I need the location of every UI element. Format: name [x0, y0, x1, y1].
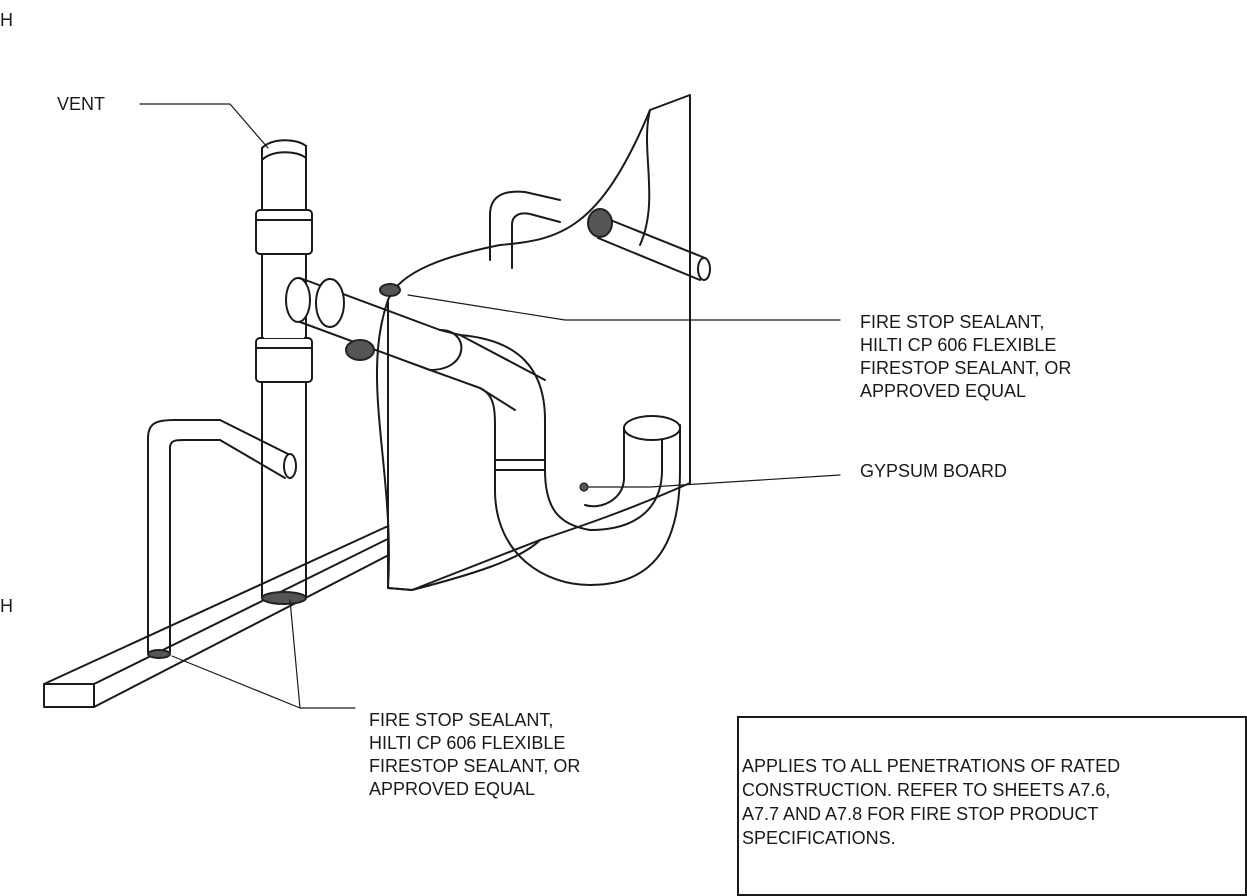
horizontal-waste-arm: [285, 277, 546, 411]
p-trap: [459, 334, 681, 586]
general-note-box: APPLIES TO ALL PENETRATIONS OF RATED CON…: [737, 716, 1247, 896]
upper-wall-penetrating-pipe: [489, 190, 711, 281]
fire-stop-lower-label: FIRE STOP SEALANT, HILTI CP 606 FLEXIBLE…: [369, 710, 581, 799]
gypsum-board-wall: [375, 94, 691, 591]
lower-left-pipe: [147, 419, 307, 659]
fire-stop-upper-label: FIRE STOP SEALANT, HILTI CP 606 FLEXIBLE…: [860, 312, 1072, 401]
vent-label: VENT: [57, 94, 106, 114]
leader-lines: [139, 103, 841, 709]
vent-stack: [255, 139, 313, 599]
edge-mark-bottom: H: [0, 596, 13, 616]
edge-mark-top: H: [0, 10, 13, 30]
general-note-text: APPLIES TO ALL PENETRATIONS OF RATED CON…: [742, 756, 1121, 848]
wood-sill-plate: [43, 526, 413, 708]
gypsum-board-label: GYPSUM BOARD: [860, 461, 1008, 481]
